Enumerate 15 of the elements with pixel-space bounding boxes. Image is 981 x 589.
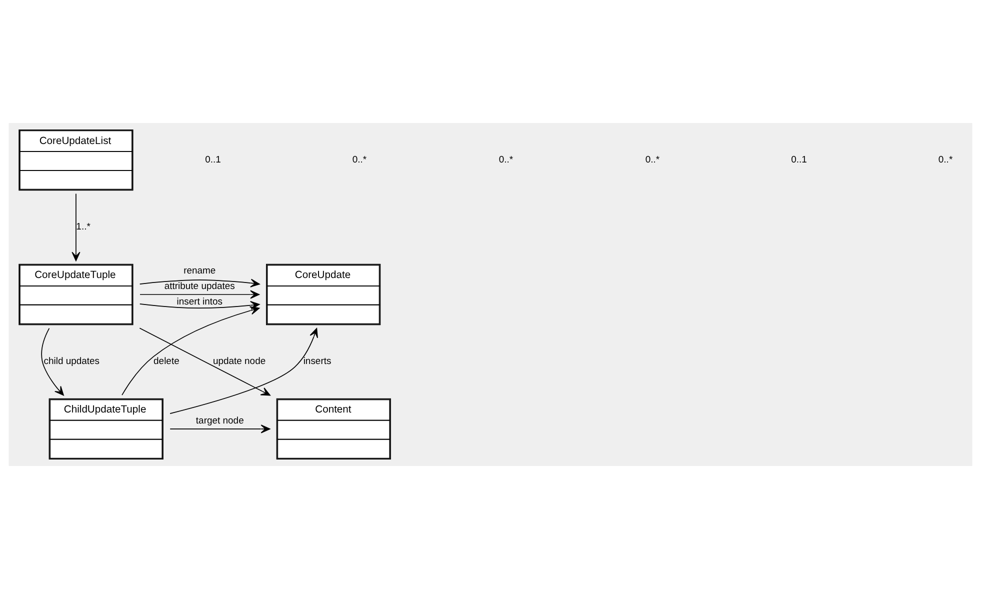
edge-label: delete	[154, 356, 180, 368]
edge-label: child updates	[44, 356, 100, 368]
edge-label: insert intos	[176, 296, 223, 308]
label: 0..*	[938, 154, 953, 166]
edge-label: update node	[212, 356, 266, 368]
edge-label: attribute updates	[164, 281, 235, 292]
label: 0..*	[352, 154, 367, 166]
edge-label: inserts	[303, 356, 332, 368]
label: 0..1	[791, 154, 807, 166]
edge-label: target node	[196, 416, 244, 427]
label: 0..*	[645, 154, 660, 166]
edge-label: 1..*	[76, 222, 90, 233]
label: 0..*	[498, 154, 514, 166]
label: 0..1	[205, 154, 221, 166]
edge-label: rename	[184, 266, 216, 277]
